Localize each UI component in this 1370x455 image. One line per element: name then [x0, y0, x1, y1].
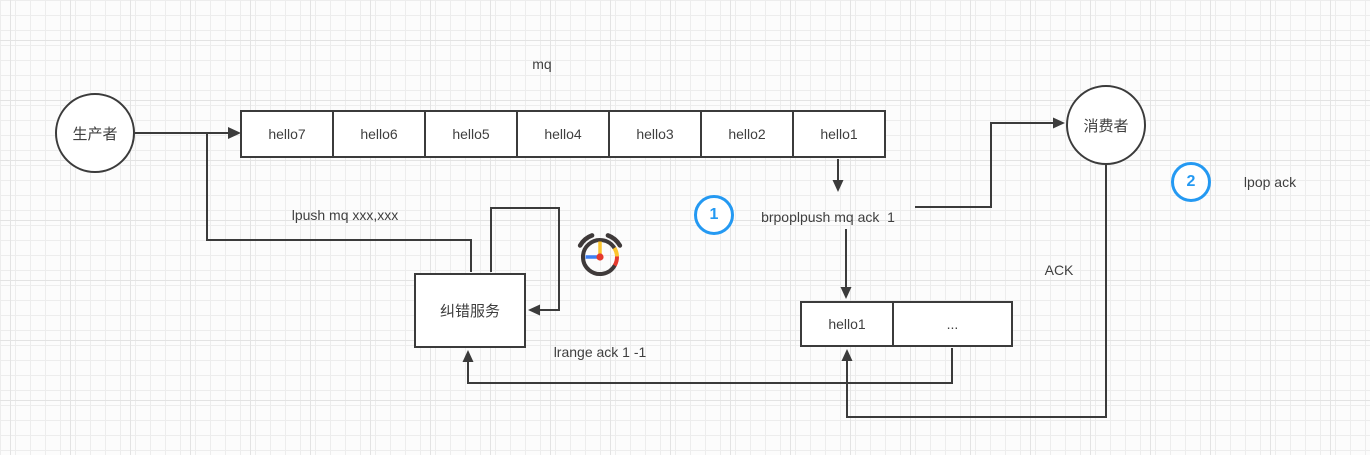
queue-cell[interactable]: hello6	[332, 112, 424, 156]
service-node[interactable]: 纠错服务	[414, 273, 526, 348]
consumer-node[interactable]: 消费者	[1066, 85, 1146, 165]
step-1-number: 1	[709, 206, 719, 223]
queue-cell[interactable]: hello2	[700, 112, 792, 156]
edge-step1-to-consumer[interactable]	[915, 122, 1053, 208]
ack-cell[interactable]: hello1	[802, 303, 892, 345]
queue-cell[interactable]: hello1	[792, 112, 884, 156]
lrange-label[interactable]: lrange ack 1 -1	[553, 344, 647, 360]
arrowhead-into-service-right	[528, 304, 540, 316]
arrowhead-into-queue	[228, 127, 241, 139]
producer-label: 生产者	[72, 125, 118, 143]
step-2-number: 2	[1186, 173, 1196, 190]
arrowhead-below-hello1	[832, 180, 844, 192]
service-label: 纠错服务	[439, 303, 500, 320]
ack-cell[interactable]: ...	[892, 303, 1011, 345]
producer-node[interactable]: 生产者	[55, 93, 135, 173]
arrowhead-into-service-bottom	[462, 350, 474, 362]
lpop-label[interactable]: lpop ack	[1243, 174, 1297, 190]
queue-title[interactable]: mq	[532, 56, 552, 72]
brpoplpush-label[interactable]: brpoplpush mq ack 1	[761, 209, 895, 225]
step-2-badge[interactable]: 2	[1171, 162, 1211, 202]
edge-service-self-loop[interactable]	[490, 207, 560, 311]
edge-consumer-to-ack-list[interactable]	[846, 165, 1107, 418]
edge-ack-to-service-lrange[interactable]	[467, 348, 953, 384]
queue-cell[interactable]: hello5	[424, 112, 516, 156]
message-queue: hello7 hello6 hello5 hello4 hello3 hello…	[240, 110, 886, 158]
alarm-clock-icon[interactable]	[577, 233, 623, 276]
edge-lpush-branch-to-service[interactable]	[206, 133, 472, 272]
ack-list: hello1 ...	[800, 301, 1013, 347]
queue-cell[interactable]: hello4	[516, 112, 608, 156]
step-1-badge[interactable]: 1	[694, 195, 734, 235]
consumer-label: 消费者	[1083, 117, 1129, 135]
lpush-label[interactable]: lpush mq xxx,xxx	[291, 207, 399, 223]
arrowhead-into-ack-top	[840, 287, 852, 299]
queue-cell[interactable]: hello7	[242, 112, 332, 156]
ack-label[interactable]: ACK	[1044, 262, 1074, 278]
arrowhead-into-consumer	[1053, 117, 1065, 129]
arrowhead-into-ack-bottom	[841, 349, 853, 361]
queue-cell[interactable]: hello3	[608, 112, 700, 156]
